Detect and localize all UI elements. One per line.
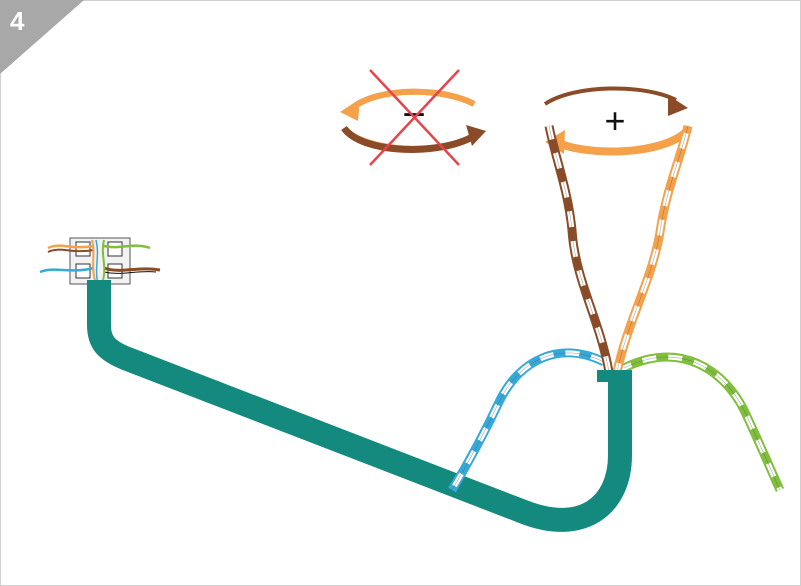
wire-pair-orange: [612, 124, 693, 373]
plus-symbol: +: [604, 100, 625, 141]
keystone-connector: [39, 237, 161, 285]
rotation-arrow-icon: [340, 88, 486, 153]
minus-symbol: −: [402, 93, 425, 137]
wrong-twist-direction: −: [340, 69, 486, 166]
wire-pair-brown: [544, 125, 614, 373]
wire-pair-blue: [448, 348, 607, 493]
cable-jacket-opening: [597, 370, 632, 382]
cross-mark-icon: [369, 69, 460, 166]
cable-jacket: [87, 280, 632, 532]
step-badge: [0, 0, 84, 74]
step-number: 4: [10, 6, 25, 36]
wire-pair-green: [621, 352, 785, 492]
correct-twist-direction: +: [543, 86, 689, 156]
